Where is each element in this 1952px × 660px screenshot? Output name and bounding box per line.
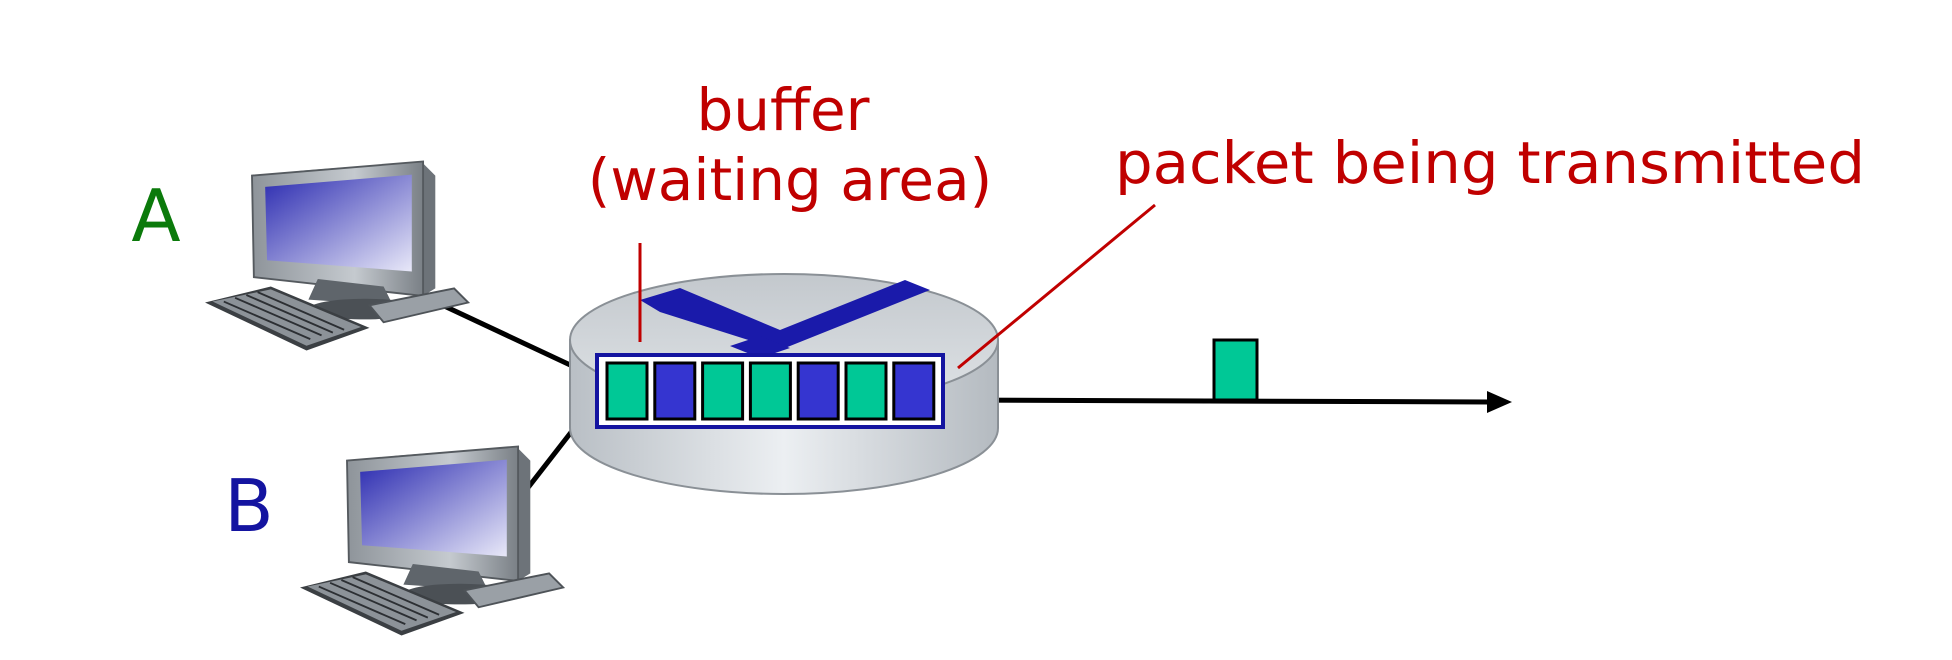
packet-in-transit — [1212, 338, 1259, 402]
buffer-queue — [595, 353, 945, 429]
queued-packet-blue — [796, 361, 840, 421]
queued-packet-green — [844, 361, 888, 421]
router-logo — [640, 280, 930, 350]
host-a-label: A — [131, 174, 180, 258]
queued-packet-green — [701, 361, 745, 421]
host-a-computer-icon — [204, 160, 470, 352]
host-b-computer-icon — [299, 445, 565, 637]
queued-packet-green — [748, 361, 792, 421]
buffer-sublabel: (waiting area) — [588, 146, 993, 214]
queued-packet-blue — [892, 361, 936, 421]
host-b-label: B — [224, 464, 273, 548]
buffer-label: buffer — [696, 76, 869, 144]
queued-packet-blue — [653, 361, 697, 421]
packet-pointer-line — [957, 203, 1156, 370]
packet-transmitted-label: packet being transmitted — [1115, 129, 1865, 197]
arrowhead-icon — [1487, 391, 1512, 413]
queued-packet-green — [605, 361, 649, 421]
